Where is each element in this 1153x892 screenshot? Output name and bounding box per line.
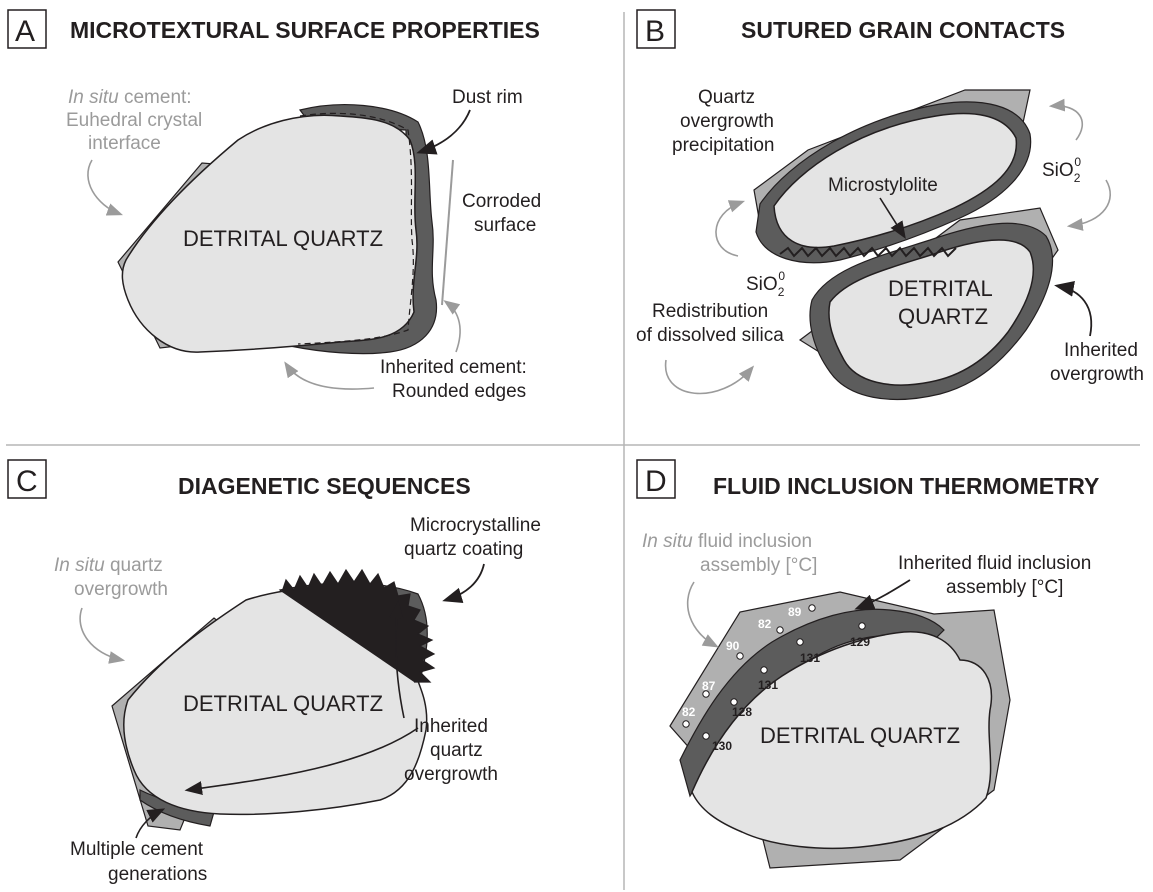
panel-b-inh-line-2: overgrowth [1050, 364, 1144, 385]
panel-b-grain-line-2: QUARTZ [898, 304, 988, 329]
panel-a-inherited-arrow-left [286, 364, 374, 389]
panel-b-sio2-lower: SiO20 [746, 269, 785, 299]
fluid-inclusion-value: 90 [726, 639, 740, 653]
panel-b-grain-line-1: DETRITAL [888, 276, 993, 301]
panel-a-in-situ-line-3: interface [88, 133, 161, 154]
panel-a: A MICROTEXTURAL SURFACE PROPERTIES DETRI… [8, 10, 541, 402]
fluid-inclusion-value: 82 [758, 617, 772, 631]
panel-c-letter: C [16, 465, 38, 498]
fluid-inclusion-marker [703, 733, 709, 739]
fluid-inclusion-marker [737, 653, 743, 659]
fluid-inclusion-value: 128 [732, 705, 752, 719]
fluid-inclusion-value: 131 [800, 651, 820, 665]
panel-c-inh-line-3: overgrowth [404, 764, 498, 785]
panel-d-grain-label: DETRITAL QUARTZ [760, 723, 960, 748]
panel-d-title: FLUID INCLUSION THERMOMETRY [713, 473, 1099, 499]
panel-d-in-situ-arrow [688, 582, 716, 646]
panel-b-letter: B [645, 15, 665, 48]
panel-a-title: MICROTEXTURAL SURFACE PROPERTIES [70, 17, 540, 43]
panel-d-inh-line-1: Inherited fluid inclusion [898, 553, 1091, 574]
fluid-inclusion-marker [859, 623, 865, 629]
panel-d: D FLUID INCLUSION THERMOMETRY DETRITAL Q… [637, 460, 1099, 868]
fluid-inclusion-marker [809, 605, 815, 611]
fluid-inclusion-marker [797, 639, 803, 645]
fluid-inclusion-value: 129 [850, 635, 870, 649]
panel-c: C DIAGENETIC SEQUENCES DETRITAL QUARTZ I… [8, 460, 541, 885]
fluid-inclusion-marker [777, 627, 783, 633]
panel-c-multi-line-2: generations [108, 864, 207, 885]
fluid-inclusion-value: 89 [788, 605, 802, 619]
panel-a-letter: A [15, 15, 35, 48]
panel-c-title: DIAGENETIC SEQUENCES [178, 473, 471, 499]
panel-a-corroded-line-1: Corroded [462, 191, 541, 212]
panel-c-inh-line-2: quartz [430, 740, 483, 761]
fluid-inclusion-value: 130 [712, 739, 732, 753]
panel-b-inh-line-1: Inherited [1064, 340, 1138, 361]
panel-c-in-situ-line-2: overgrowth [74, 579, 168, 600]
panel-b-microstylolite-label: Microstylolite [828, 175, 938, 196]
panel-a-inherited-line-1: Inherited cement: [380, 357, 527, 378]
panel-b-qo-line-1: Quartz [698, 87, 755, 108]
fluid-inclusion-marker [683, 721, 689, 727]
panel-b: B SUTURED GRAIN CONTACTS Quartz overgrow… [636, 10, 1144, 399]
panel-b-arrow-left-up [716, 202, 742, 256]
panel-b-arrow-top-right [1052, 106, 1082, 140]
fluid-inclusion-value: 87 [702, 679, 716, 693]
panel-d-in-situ-line-2: assembly [°C] [700, 555, 817, 576]
panel-a-inherited-line-2: Rounded edges [392, 381, 526, 402]
fluid-inclusion-marker [761, 667, 767, 673]
panel-a-in-situ-arrow [88, 160, 120, 214]
panel-a-in-situ-line-1: In situ cement: [68, 87, 192, 108]
panel-c-inh-line-1: Inherited [414, 716, 488, 737]
panel-b-sio2-upper: SiO20 [1042, 155, 1081, 185]
panel-b-arrow-right [1070, 180, 1110, 226]
panel-b-redis-line-2: of dissolved silica [636, 325, 784, 346]
panel-c-micro-line-2: quartz coating [404, 539, 523, 560]
panel-a-dust-rim-arrow [420, 110, 470, 152]
panel-b-qo-line-2: overgrowth [680, 111, 774, 132]
panel-a-corroded-line-2: surface [474, 215, 536, 236]
panel-c-grain-label: DETRITAL QUARTZ [183, 691, 383, 716]
fluid-inclusion-value: 131 [758, 678, 778, 692]
panel-a-in-situ-line-2: Euhedral crystal [66, 110, 202, 131]
panel-b-qo-line-3: precipitation [672, 135, 774, 156]
fluid-inclusion-value: 82 [682, 705, 696, 719]
panel-a-grain-label: DETRITAL QUARTZ [183, 226, 383, 251]
panel-d-in-situ-line-1: In situ fluid inclusion [642, 531, 812, 552]
panel-d-letter: D [645, 465, 667, 498]
panel-a-corroded-bar [442, 160, 453, 305]
panel-d-inh-line-2: assembly [°C] [946, 577, 1063, 598]
panel-c-in-situ-arrow [80, 608, 122, 660]
panel-b-inh-arrow [1058, 286, 1091, 336]
panel-a-inherited-arrow-right [446, 302, 460, 352]
panel-b-arrow-bottom [666, 360, 752, 393]
panel-c-in-situ-line-1: In situ quartz [54, 555, 163, 576]
panel-c-micro-arrow [446, 564, 484, 600]
panel-b-title: SUTURED GRAIN CONTACTS [741, 17, 1065, 43]
panel-a-dust-rim-label: Dust rim [452, 87, 523, 108]
panel-c-multi-line-1: Multiple cement [70, 839, 204, 860]
panel-b-redis-line-1: Redistribution [652, 301, 768, 322]
panel-c-micro-line-1: Microcrystalline [410, 515, 541, 536]
